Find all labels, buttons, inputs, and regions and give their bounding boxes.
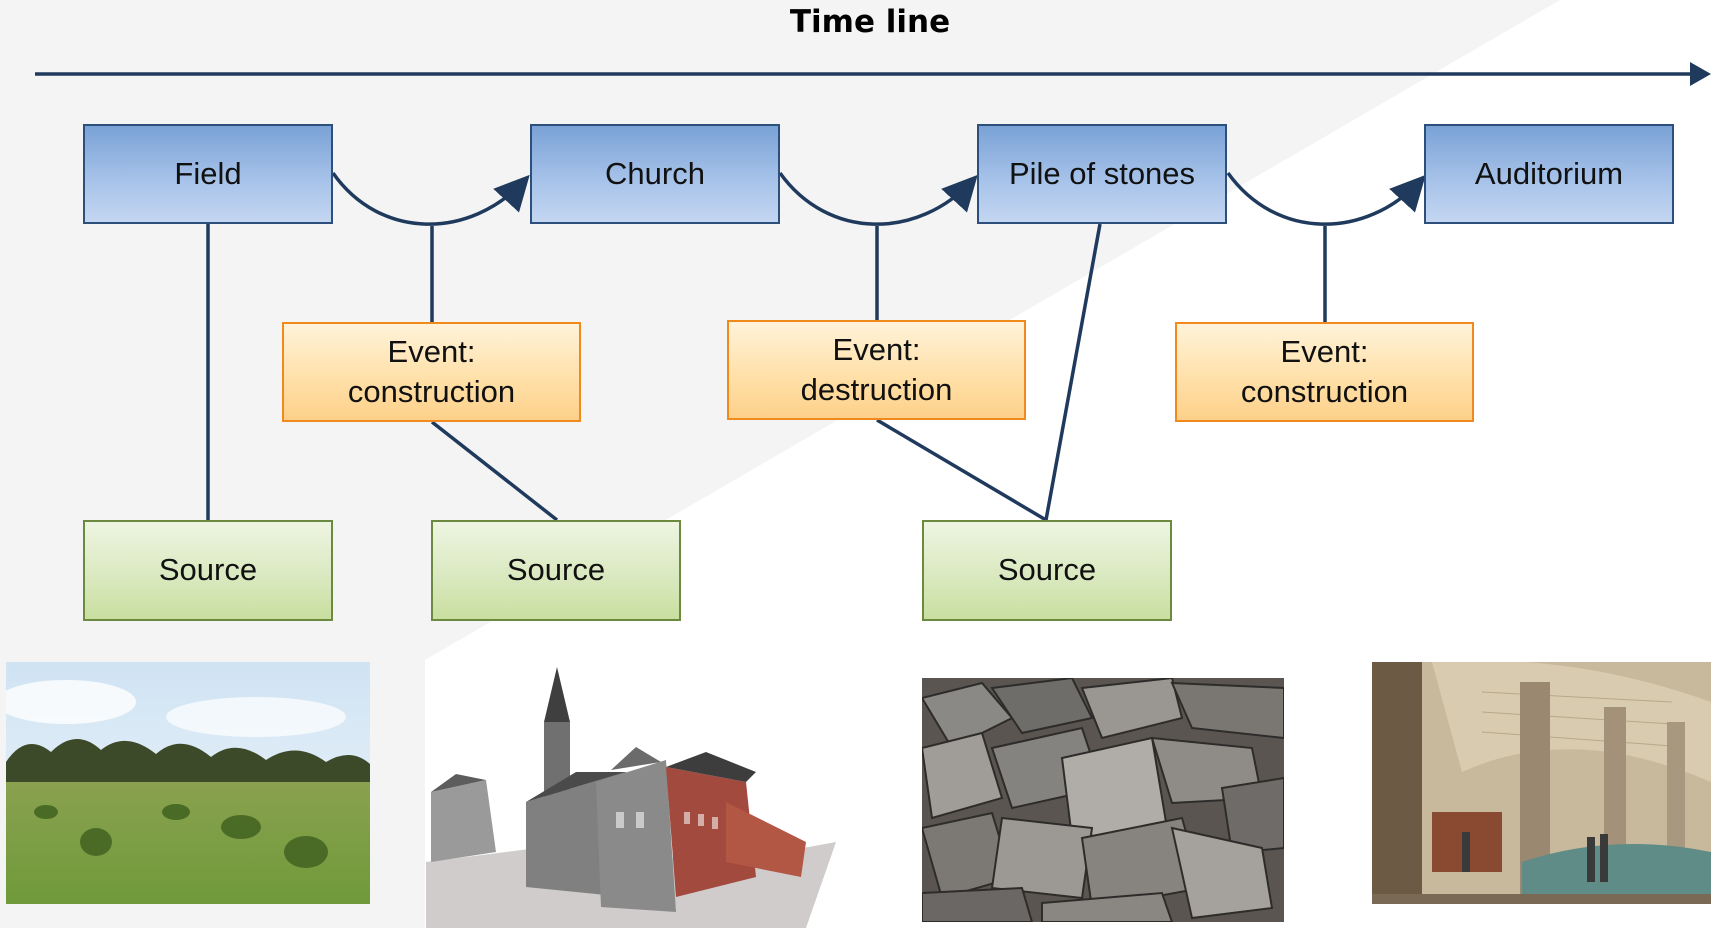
event-type: construction xyxy=(1240,374,1409,409)
source-label: Source xyxy=(997,552,1097,588)
timeline-arrowhead xyxy=(1690,62,1711,86)
source-link-stones xyxy=(1044,223,1102,521)
source-label: Source xyxy=(506,552,606,588)
event-label: Event: xyxy=(832,331,921,367)
state-label: Pile of stones xyxy=(1008,155,1196,191)
transition-arrow-stones-auditorium xyxy=(1226,171,1426,226)
transition-arrow-field-church xyxy=(331,171,530,226)
event-construction-2[interactable]: Event: construction xyxy=(1175,322,1474,422)
source-stones[interactable]: Source xyxy=(922,520,1172,621)
source-field[interactable]: Source xyxy=(83,520,333,621)
event-label: Event: xyxy=(387,333,476,369)
timeline-title: Time line xyxy=(789,4,951,40)
source-link-destruction xyxy=(876,418,1047,522)
source-link-construction xyxy=(430,420,559,522)
state-field[interactable]: Field xyxy=(83,124,333,224)
state-pile-of-stones[interactable]: Pile of stones xyxy=(977,124,1227,224)
state-church[interactable]: Church xyxy=(530,124,780,224)
church-3d-model xyxy=(426,662,836,928)
state-label: Auditorium xyxy=(1474,155,1624,191)
state-auditorium[interactable]: Auditorium xyxy=(1424,124,1674,224)
event-destruction[interactable]: Event: destruction xyxy=(727,320,1026,420)
state-label: Church xyxy=(605,155,705,191)
transition-arrow-church-stones xyxy=(778,171,978,226)
source-construction[interactable]: Source xyxy=(431,520,681,621)
event-type: destruction xyxy=(800,372,953,407)
source-label: Source xyxy=(158,552,258,588)
state-label: Field xyxy=(174,155,242,191)
event-construction-1[interactable]: Event: construction xyxy=(282,322,581,422)
auditorium-interior-illustration xyxy=(1372,662,1711,904)
pile-of-stones-photo xyxy=(922,678,1284,922)
field-photo xyxy=(6,662,370,904)
event-label: Event: xyxy=(1280,333,1369,369)
event-type: construction xyxy=(347,374,516,409)
